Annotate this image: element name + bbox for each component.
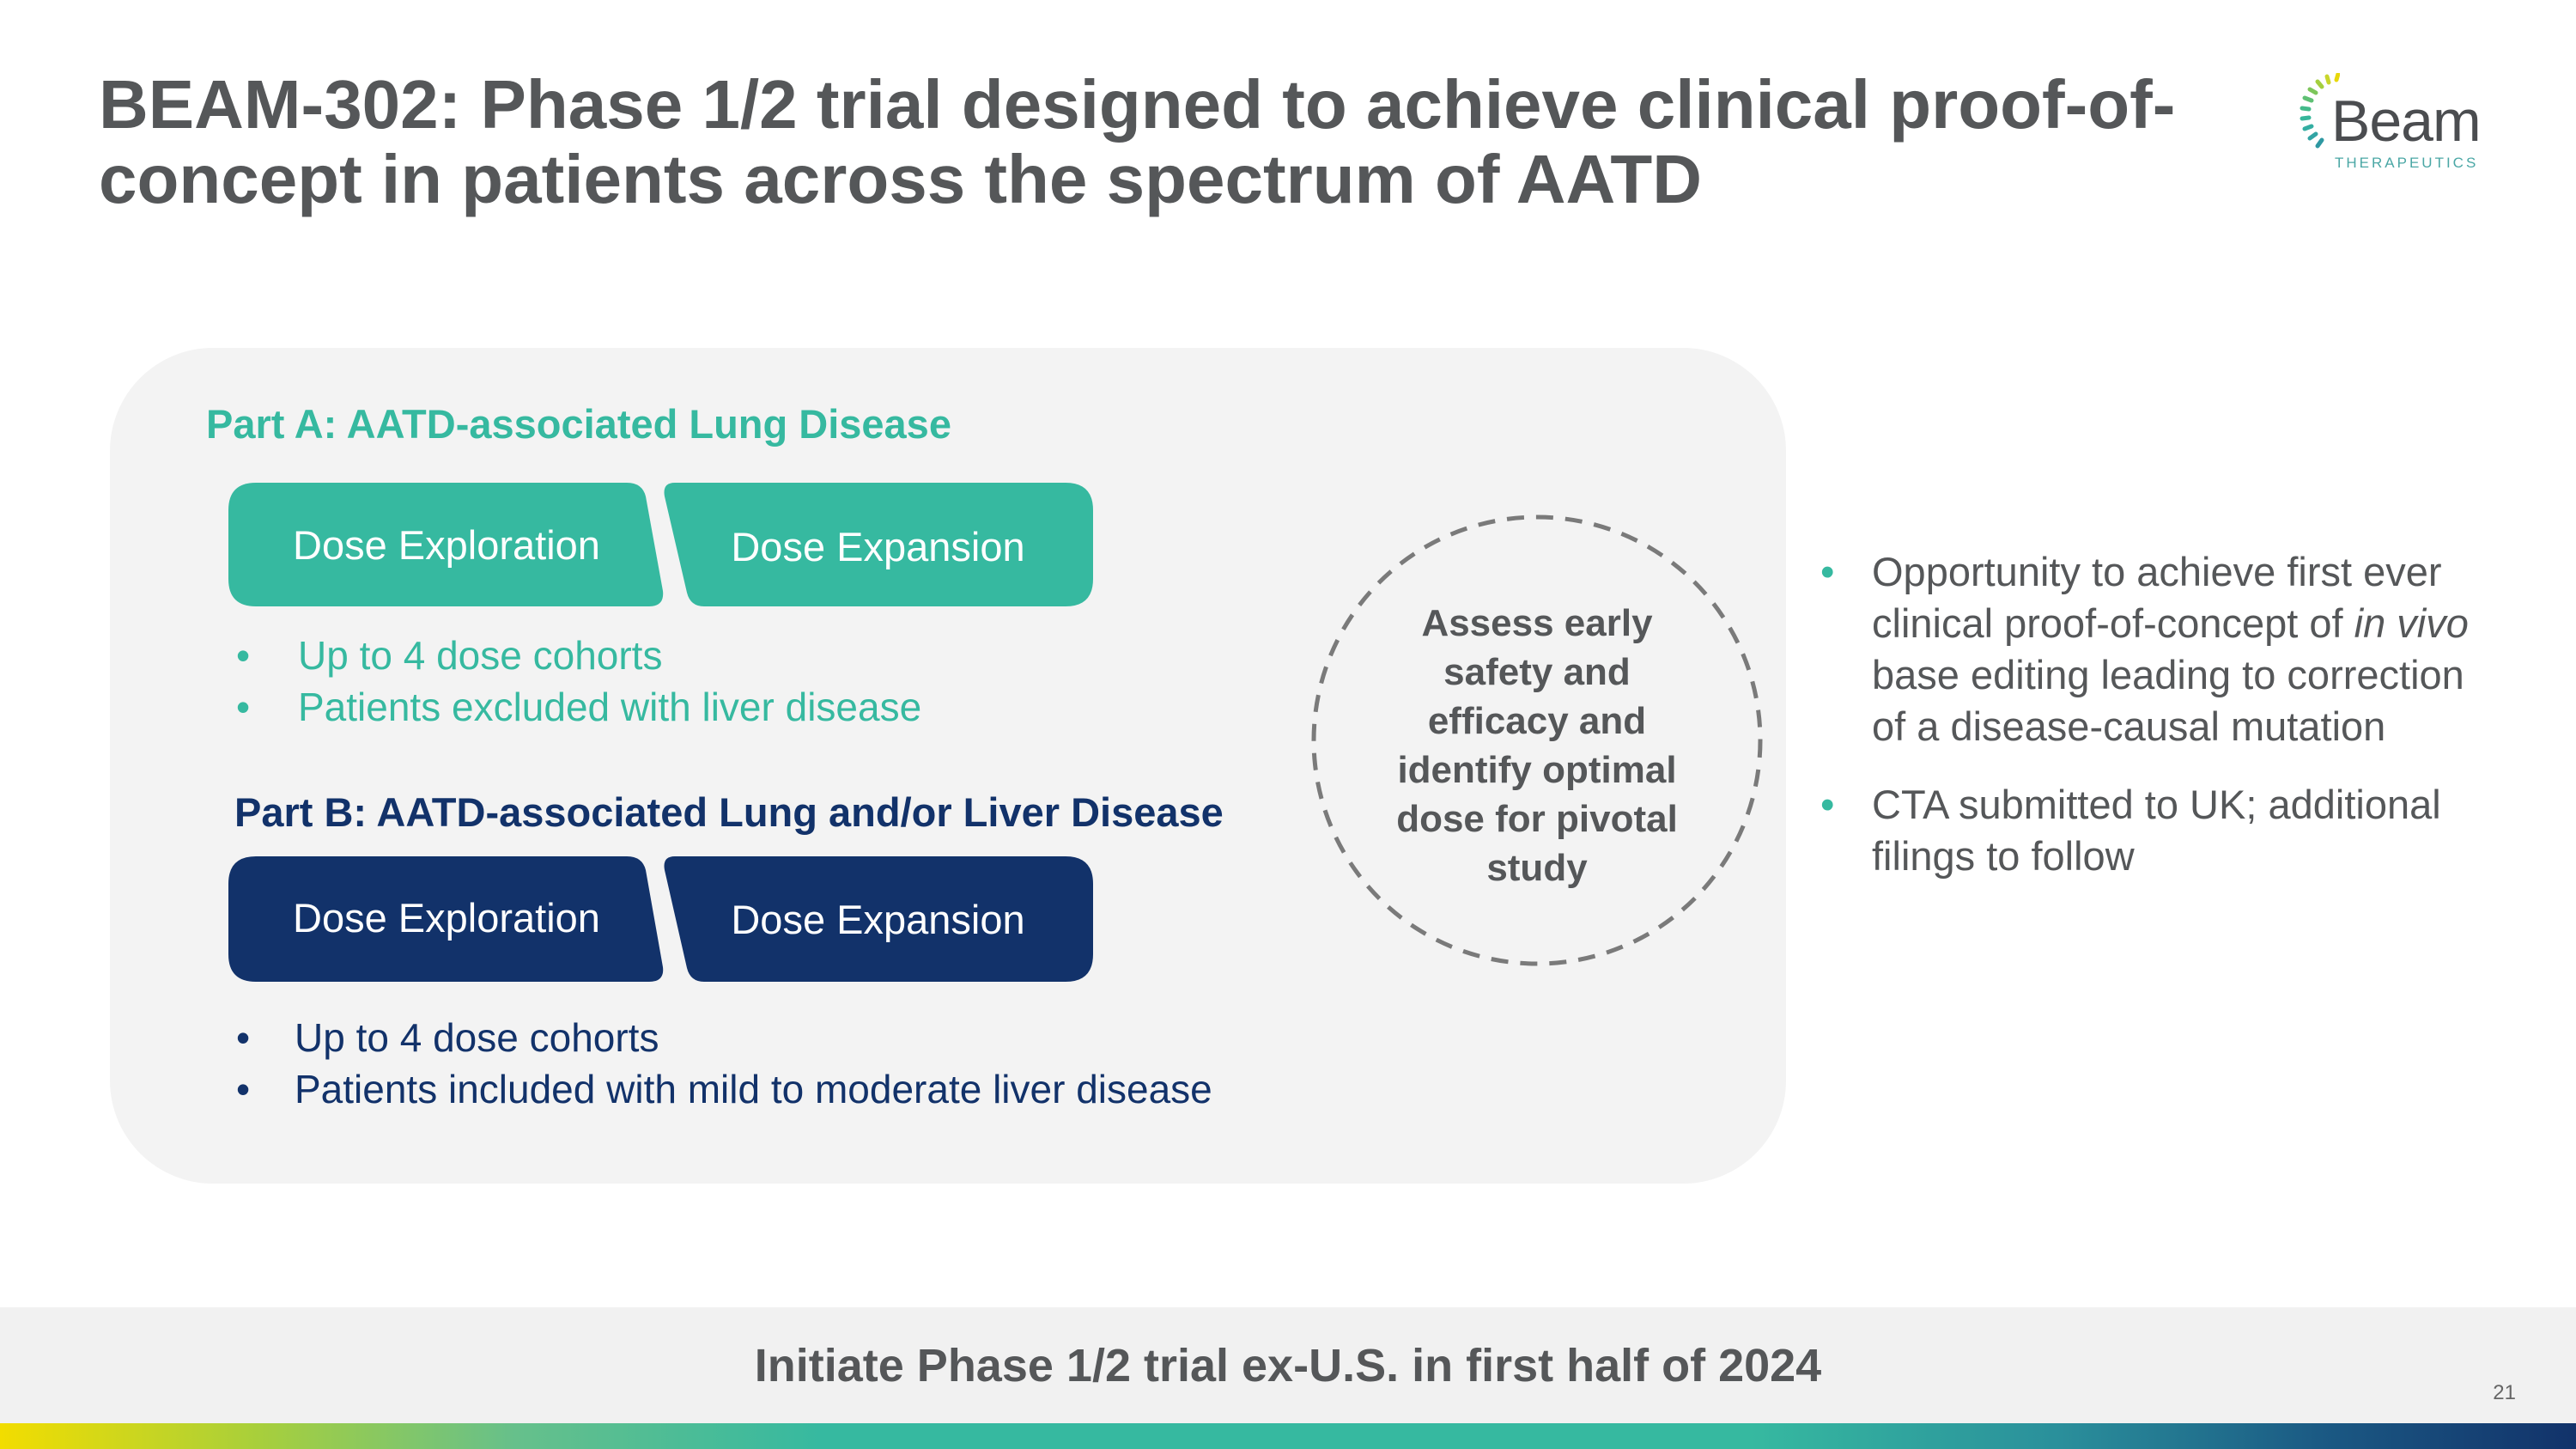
part-a-bullet-list: Up to 4 dose cohorts Patients excluded w… [236,630,921,733]
sunburst-icon [2300,73,2340,149]
key-points-list: Opportunity to achieve first ever clinic… [1820,546,2507,909]
objective-text: Assess early safety and efficacy and ide… [1340,599,1735,892]
key-point-proof-of-concept: Opportunity to achieve first ever clinic… [1820,546,2507,752]
key-point-cta: CTA submitted to UK; additional filings … [1820,779,2507,882]
part-b-dose-exploration-label: Dose Exploration [293,895,600,941]
key-point-text: Opportunity to achieve first ever clinic… [1872,549,2442,646]
part-b-bullet-list: Up to 4 dose cohorts Patients included w… [236,1012,1212,1115]
page-number: 21 [2493,1381,2516,1404]
footer-band [0,1307,2576,1423]
logo-wordmark: Beam [2331,88,2482,154]
objective-line: efficacy and [1427,700,1647,742]
part-a-dose-expansion-shape [661,483,1093,606]
list-item: Up to 4 dose cohorts [236,630,921,681]
part-a-dose-exploration-label: Dose Exploration [293,522,600,568]
list-item: Patients included with mild to moderate … [236,1063,1212,1115]
part-a-title: Part A: AATD-associated Lung Disease [206,401,951,447]
slide-title: BEAM-302: Phase 1/2 trial designed to ac… [99,66,2176,217]
objective-circle [1311,514,1763,966]
footer-callout: Initiate Phase 1/2 trial ex-U.S. in firs… [754,1340,1822,1391]
gradient-bar [0,1423,2576,1449]
part-b-dose-expansion-label: Dose Expansion [731,897,1025,942]
logo-subtitle: THERAPEUTICS [2335,155,2479,171]
list-item: Patients excluded with liver disease [236,681,921,733]
part-b-title: Part B: AATD-associated Lung and/or Live… [234,789,1224,835]
beam-therapeutics-logo: Beam THERAPEUTICS [2297,73,2503,176]
objective-line: Assess early [1421,602,1653,644]
key-point-emphasis: in vivo [2354,600,2469,646]
objective-line: study [1486,847,1588,889]
part-b-dose-expansion-shape [661,856,1093,982]
objective-line: dose for pivotal [1396,798,1678,840]
part-a-dose-exploration-shape [228,483,664,606]
part-b-dose-exploration-shape [228,856,664,982]
part-a-dose-expansion-label: Dose Expansion [731,524,1025,569]
list-item: Up to 4 dose cohorts [236,1012,1212,1063]
key-point-text: base editing leading to correction of a … [1872,652,2464,749]
objective-line: safety and [1443,651,1631,693]
objective-line: identify optimal [1397,749,1677,791]
